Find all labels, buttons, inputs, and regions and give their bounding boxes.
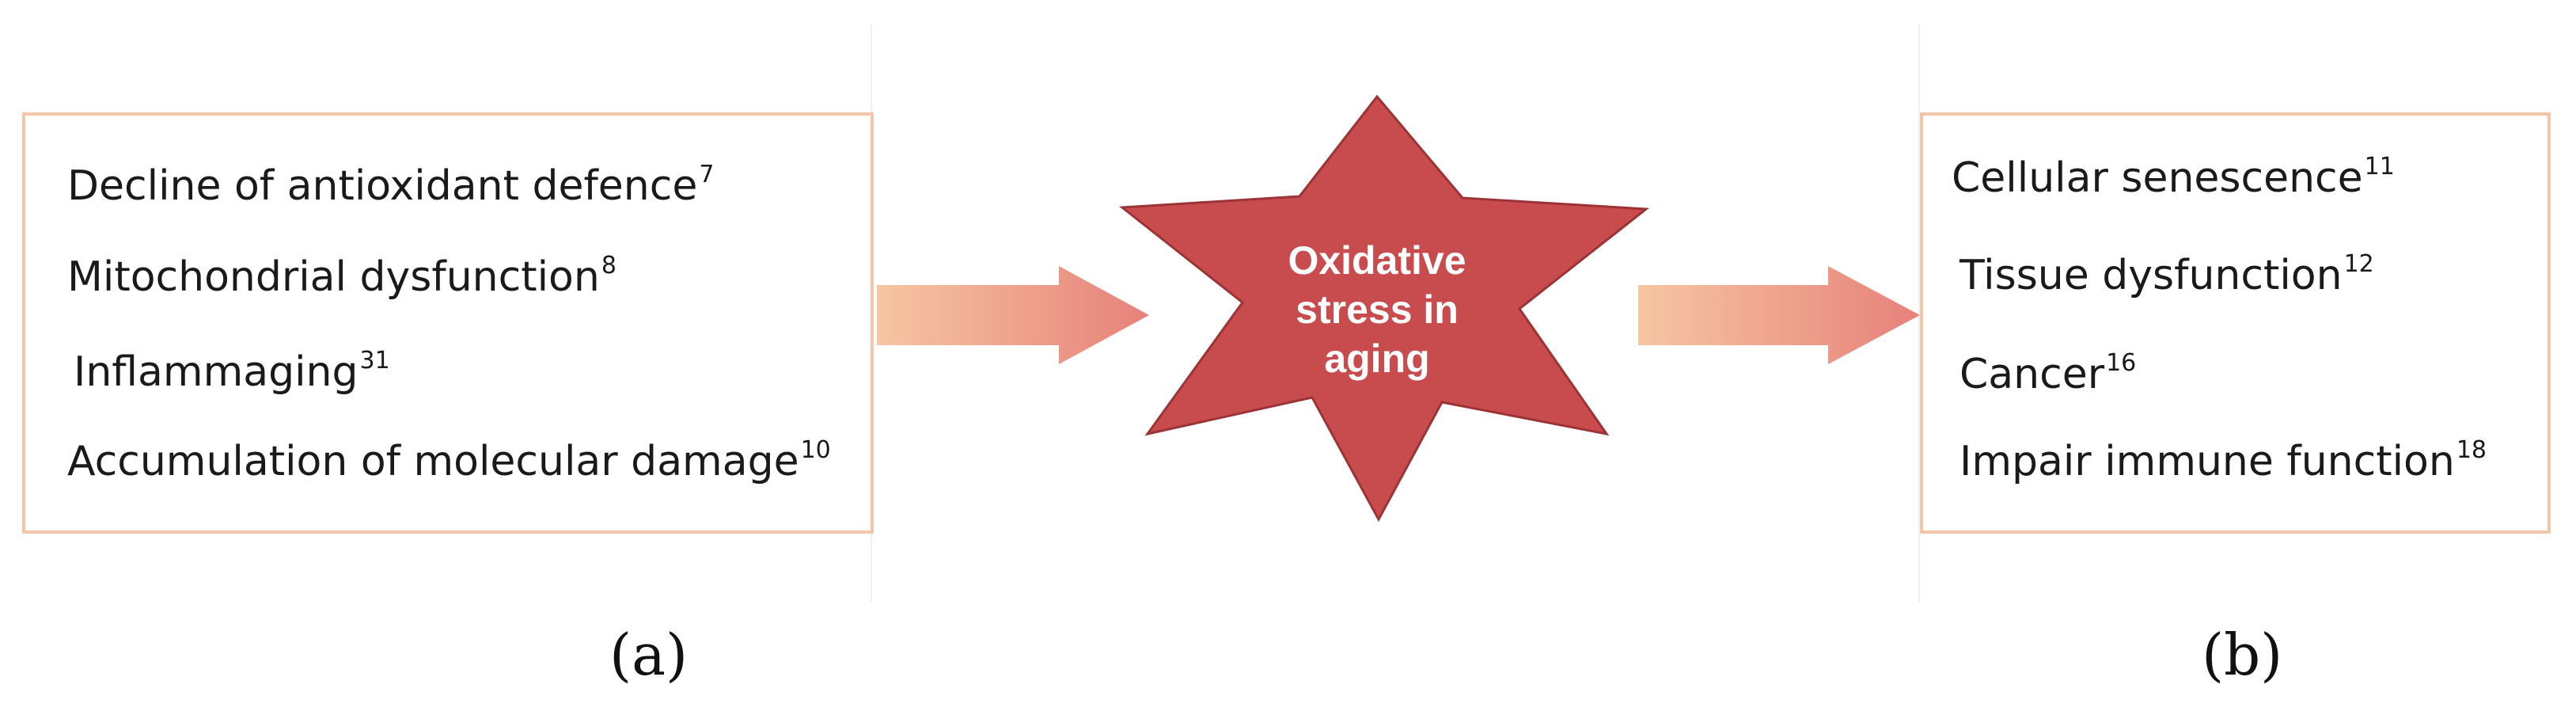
effect-item-1: Cellular senescence11: [1952, 153, 2395, 202]
cause-item-1: Decline of antioxidant defence7: [67, 161, 715, 210]
center-label-line-3: aging: [1324, 336, 1429, 381]
effect-item-3: Cancer16: [1960, 349, 2137, 398]
cause-item-4: Accumulation of molecular damage10: [67, 436, 831, 485]
effect-item-4: Impair immune function18: [1960, 436, 2487, 485]
panel-label-b: (b): [2202, 622, 2283, 688]
causes-box: [22, 112, 874, 534]
cause-item-3: Inflammaging31: [74, 347, 390, 396]
effect-item-2: Tissue dysfunction12: [1960, 250, 2374, 299]
arrow-right-icon: [877, 266, 1149, 364]
effects-box: [1920, 112, 2551, 534]
cause-item-2: Mitochondrial dysfunction8: [67, 252, 616, 301]
center-label-line-1: Oxidative: [1288, 238, 1466, 283]
center-label-line-2: stress in: [1296, 287, 1459, 332]
panel-label-a: (a): [609, 622, 689, 688]
arrow-right-icon: [1638, 266, 1920, 364]
burst-star-icon: [1118, 94, 1650, 523]
